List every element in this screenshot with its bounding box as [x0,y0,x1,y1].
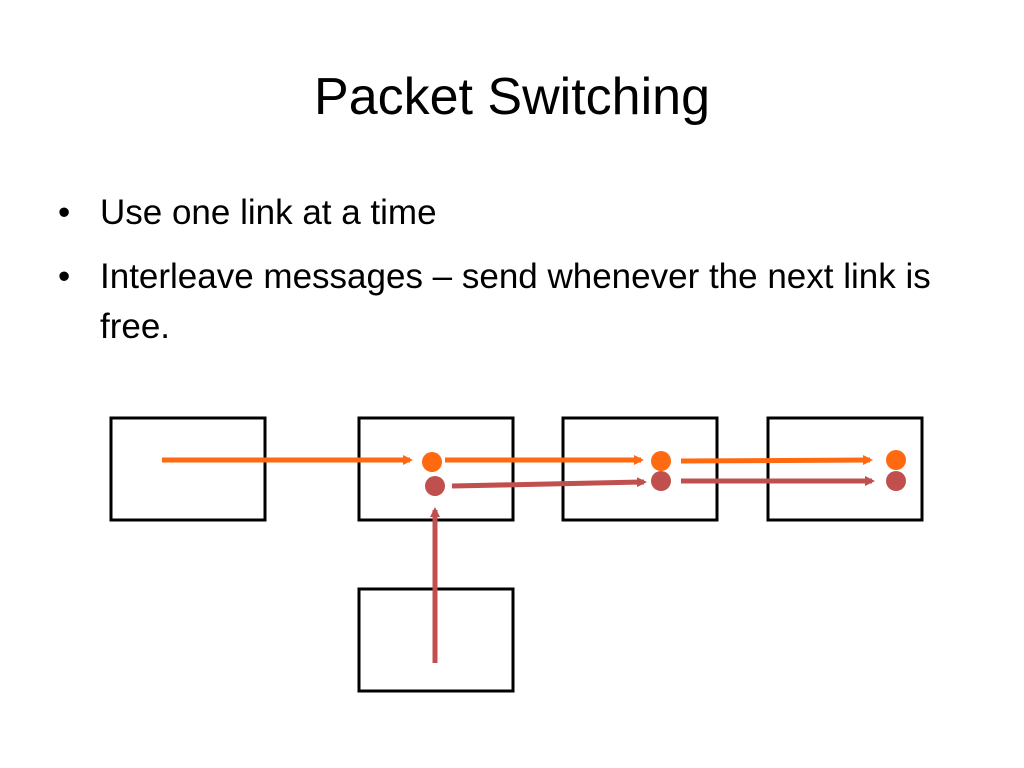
orange-packet [651,451,671,471]
bullet-list: • Use one link at a time • Interleave me… [58,188,958,366]
red-link-arrow-2 [451,477,647,489]
bullet-text: Use one link at a time [100,193,437,232]
node-box-destination [766,416,924,522]
red-packet [886,471,906,491]
bullet-item: • Interleave messages – send whenever th… [58,252,958,352]
orange-packet [422,452,442,472]
orange-link-arrow-3 [680,455,873,466]
node-box-source [109,416,267,522]
red-packet [425,476,445,496]
bullet-marker: • [58,257,71,296]
orange-packet [886,450,906,470]
slide-title: Packet Switching [314,68,710,126]
node-box-switch-2 [561,416,719,522]
bullet-text: Interleave messages – send whenever the … [100,257,931,346]
red-packet [651,471,671,491]
bullet-item: • Use one link at a time [58,188,958,238]
bullet-marker: • [58,193,71,232]
